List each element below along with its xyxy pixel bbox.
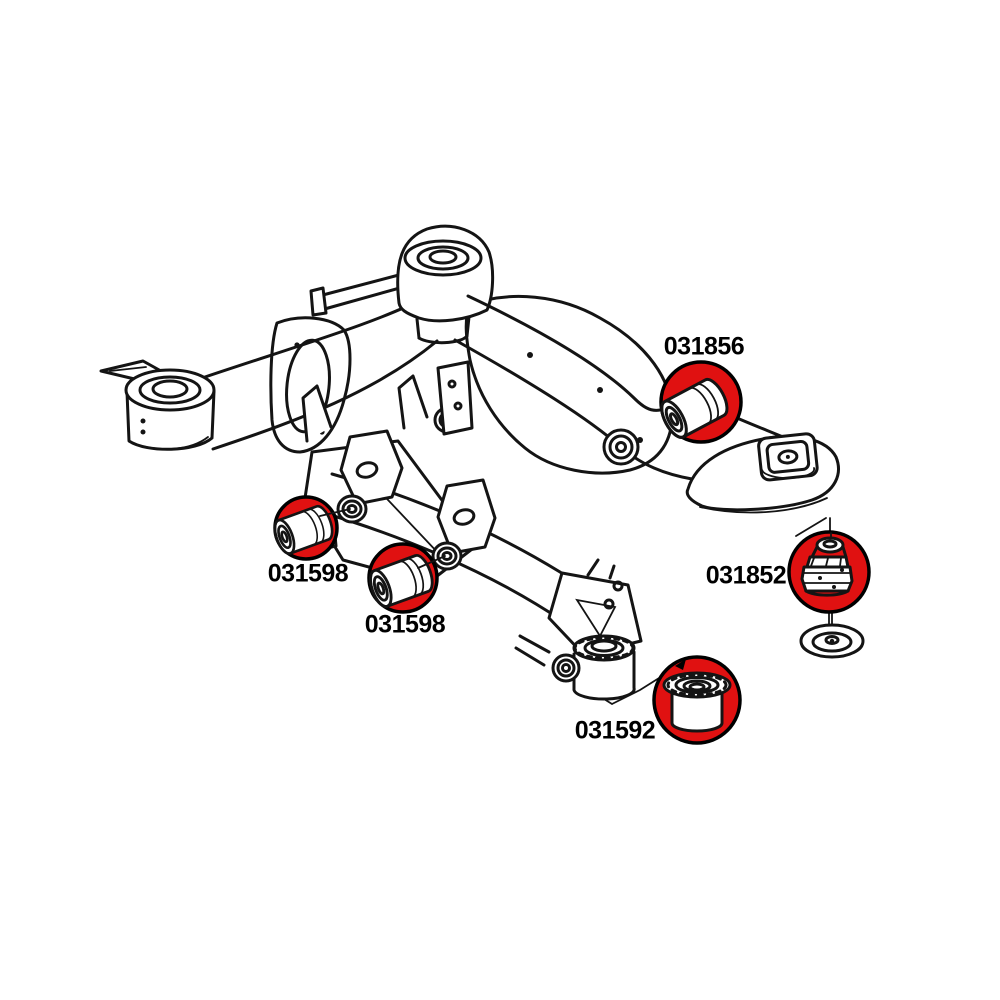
front-bracket-right <box>431 478 497 571</box>
leader-031598-left <box>319 508 351 517</box>
vertical-bushing-icon <box>662 671 732 733</box>
highlight-031592 <box>652 655 742 745</box>
central-plate <box>464 295 674 475</box>
part-number-label-031598-left: 031598 <box>267 559 349 588</box>
small-bracket-plate <box>436 360 474 436</box>
beam-fin <box>301 384 333 443</box>
left-mount-bushing <box>124 368 216 451</box>
bushing-icon <box>660 377 729 439</box>
rear-pan-arm <box>685 432 840 514</box>
highlight-031852 <box>787 530 871 614</box>
leader-031598-right <box>417 555 446 569</box>
part-number-label-031852: 031852 <box>705 561 787 590</box>
highlight-031598-left <box>273 495 351 561</box>
hub-knuckle <box>514 558 643 701</box>
part-number-label-031856: 031856 <box>663 332 745 361</box>
subframe-frame <box>99 224 865 705</box>
highlight-031856 <box>659 360 743 444</box>
beam-fin <box>397 374 429 430</box>
bushing-icon <box>369 554 434 608</box>
leader-arrowhead <box>675 659 686 670</box>
highlight-031598-right <box>367 542 446 614</box>
part-number-label-031592: 031592 <box>574 716 656 745</box>
bushing-icon <box>273 504 334 555</box>
mount-bushing-icon <box>800 532 854 597</box>
part-number-label-031598-right: 031598 <box>364 610 446 639</box>
washer-under-mount <box>799 611 865 659</box>
front-bracket-left <box>336 429 404 524</box>
